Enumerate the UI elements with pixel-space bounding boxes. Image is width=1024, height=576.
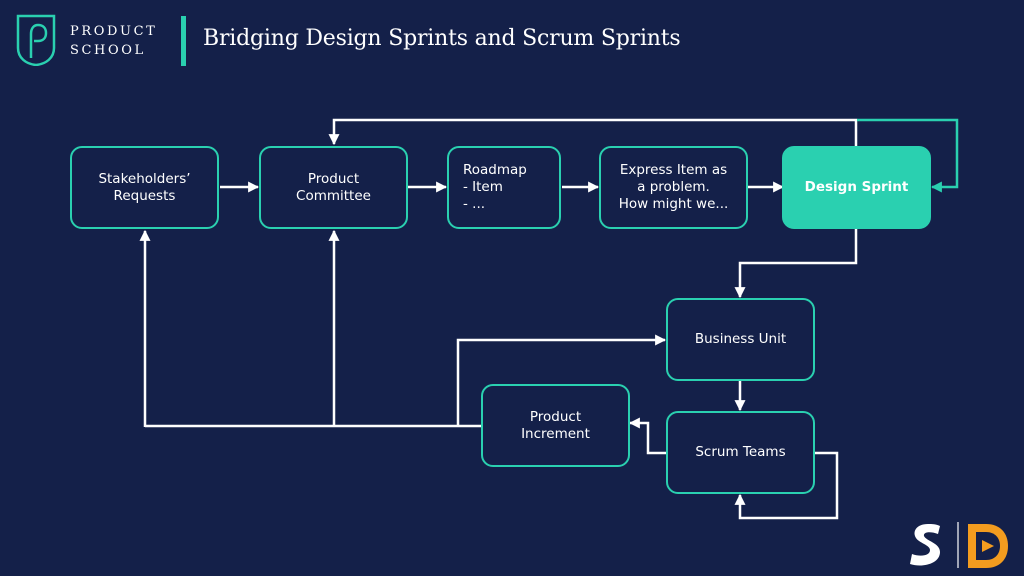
node-express-item: Express Item as a problem. How might we.… xyxy=(599,146,748,229)
product-school-logo-icon xyxy=(16,14,56,66)
node-business-unit-label: Business Unit xyxy=(694,331,787,347)
node-design-sprint-label: Design Sprint xyxy=(804,179,909,195)
logo-wordmark: PRODUCT SCHOOL xyxy=(70,22,180,60)
node-roadmap: Roadmap - Item - ... xyxy=(447,146,561,229)
node-scrum-teams: Scrum Teams xyxy=(666,411,815,494)
edge-scrum-teams-increment xyxy=(628,417,667,455)
node-increment-label: Product Increment xyxy=(521,408,590,442)
scrum-s-icon xyxy=(910,524,940,566)
node-product-committee: Product Committee xyxy=(259,146,408,229)
orange-d-icon xyxy=(968,524,1008,568)
edge-increment-business-unit xyxy=(456,334,667,426)
page-title: Bridging Design Sprints and Scrum Sprint… xyxy=(203,26,681,51)
logo-line-1: PRODUCT xyxy=(70,24,158,39)
node-product-increment: Product Increment xyxy=(481,384,630,467)
edge-design-sprint-business-unit xyxy=(734,229,858,299)
node-business-unit: Business Unit xyxy=(666,298,815,381)
node-design-sprint: Design Sprint xyxy=(782,146,931,229)
node-scrum-teams-label: Scrum Teams xyxy=(695,444,786,460)
node-roadmap-label: Roadmap - Item - ... xyxy=(463,162,527,212)
brand-logos xyxy=(910,522,1008,568)
node-stakeholders-requests: Stakeholders’ Requests xyxy=(70,146,219,229)
node-express-label: Express Item as a problem. How might we.… xyxy=(618,162,729,212)
edge-design-sprint-self-loop xyxy=(857,118,959,193)
edge-scrum-teams-self-loop xyxy=(734,451,839,520)
edge-design-sprint-committee xyxy=(328,118,858,146)
logo-line-2: SCHOOL xyxy=(70,43,146,58)
node-stakeholders-label: Stakeholders’ Requests xyxy=(98,170,191,204)
title-divider xyxy=(181,16,186,66)
node-committee-label: Product Committee xyxy=(296,170,371,204)
